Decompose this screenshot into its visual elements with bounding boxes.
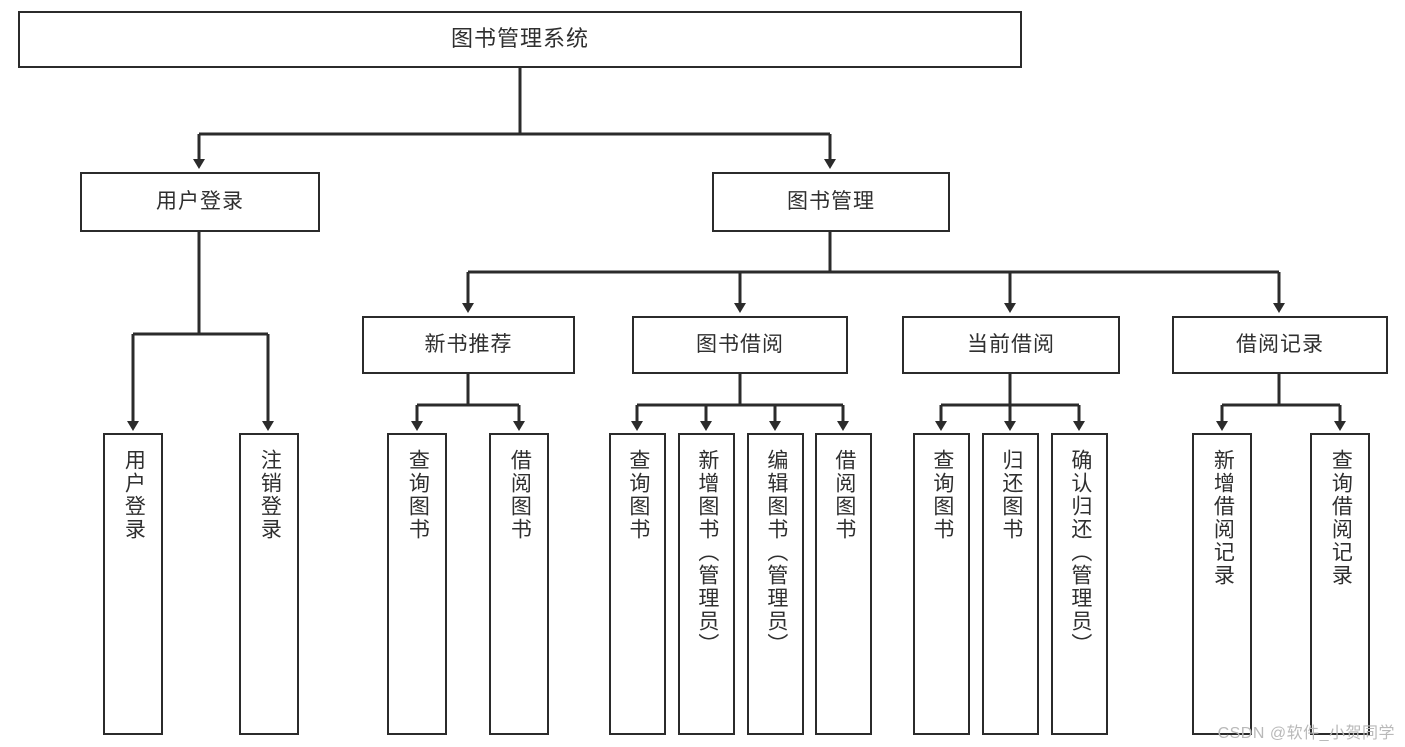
- node-current-borrow[interactable]: 当前借阅: [902, 316, 1120, 374]
- leaf-label: 借阅图书: [832, 449, 856, 541]
- leaf-query-book-borrow[interactable]: 查询图书: [609, 433, 666, 735]
- leaf-label: 查询借阅记录: [1329, 449, 1353, 587]
- leaf-label: 借阅图书: [508, 449, 532, 541]
- leaf-borrow-book[interactable]: 借阅图书: [815, 433, 872, 735]
- node-borrow-record[interactable]: 借阅记录: [1172, 316, 1388, 374]
- node-book-borrow[interactable]: 图书借阅: [632, 316, 848, 374]
- node-root-book-management-system[interactable]: 图书管理系统: [18, 11, 1022, 68]
- node-label: 当前借阅: [967, 333, 1055, 357]
- node-user-login[interactable]: 用户登录: [80, 172, 320, 232]
- node-label: 图书借阅: [696, 333, 784, 357]
- leaf-label: 注销登录: [258, 449, 282, 541]
- leaf-query-borrow-record[interactable]: 查询借阅记录: [1310, 433, 1370, 735]
- node-label: 新书推荐: [424, 333, 513, 357]
- leaf-add-borrow-record[interactable]: 新增借阅记录: [1192, 433, 1252, 735]
- leaf-label: 归还图书: [999, 449, 1023, 541]
- leaf-query-book-current[interactable]: 查询图书: [913, 433, 970, 735]
- leaf-query-book-recommend[interactable]: 查询图书: [387, 433, 447, 735]
- leaf-label: 新增借阅记录: [1211, 449, 1235, 587]
- leaf-return-book[interactable]: 归还图书: [982, 433, 1039, 735]
- leaf-label: 查询图书: [626, 449, 650, 541]
- node-label: 用户登录: [156, 190, 244, 214]
- leaf-label: 编辑图书（管理员）: [764, 449, 788, 656]
- leaf-label: 用户登录: [122, 449, 146, 541]
- leaf-logout[interactable]: 注销登录: [239, 433, 299, 735]
- leaf-label: 查询图书: [930, 449, 954, 541]
- leaf-user-login[interactable]: 用户登录: [103, 433, 163, 735]
- leaf-label: 新增图书（管理员）: [695, 449, 719, 656]
- leaf-confirm-return-admin[interactable]: 确认归还（管理员）: [1051, 433, 1108, 735]
- csdn-watermark: CSDN @软件_小贺同学: [1217, 725, 1395, 742]
- leaf-borrow-book-recommend[interactable]: 借阅图书: [489, 433, 549, 735]
- node-new-book-recommend[interactable]: 新书推荐: [362, 316, 575, 374]
- node-label: 借阅记录: [1236, 333, 1324, 357]
- leaf-label: 查询图书: [406, 449, 430, 541]
- leaf-edit-book-admin[interactable]: 编辑图书（管理员）: [747, 433, 804, 735]
- node-label: 图书管理系统: [450, 26, 589, 52]
- node-book-management[interactable]: 图书管理: [712, 172, 950, 232]
- leaf-add-book-admin[interactable]: 新增图书（管理员）: [678, 433, 735, 735]
- leaf-label: 确认归还（管理员）: [1068, 449, 1092, 656]
- node-label: 图书管理: [787, 190, 875, 214]
